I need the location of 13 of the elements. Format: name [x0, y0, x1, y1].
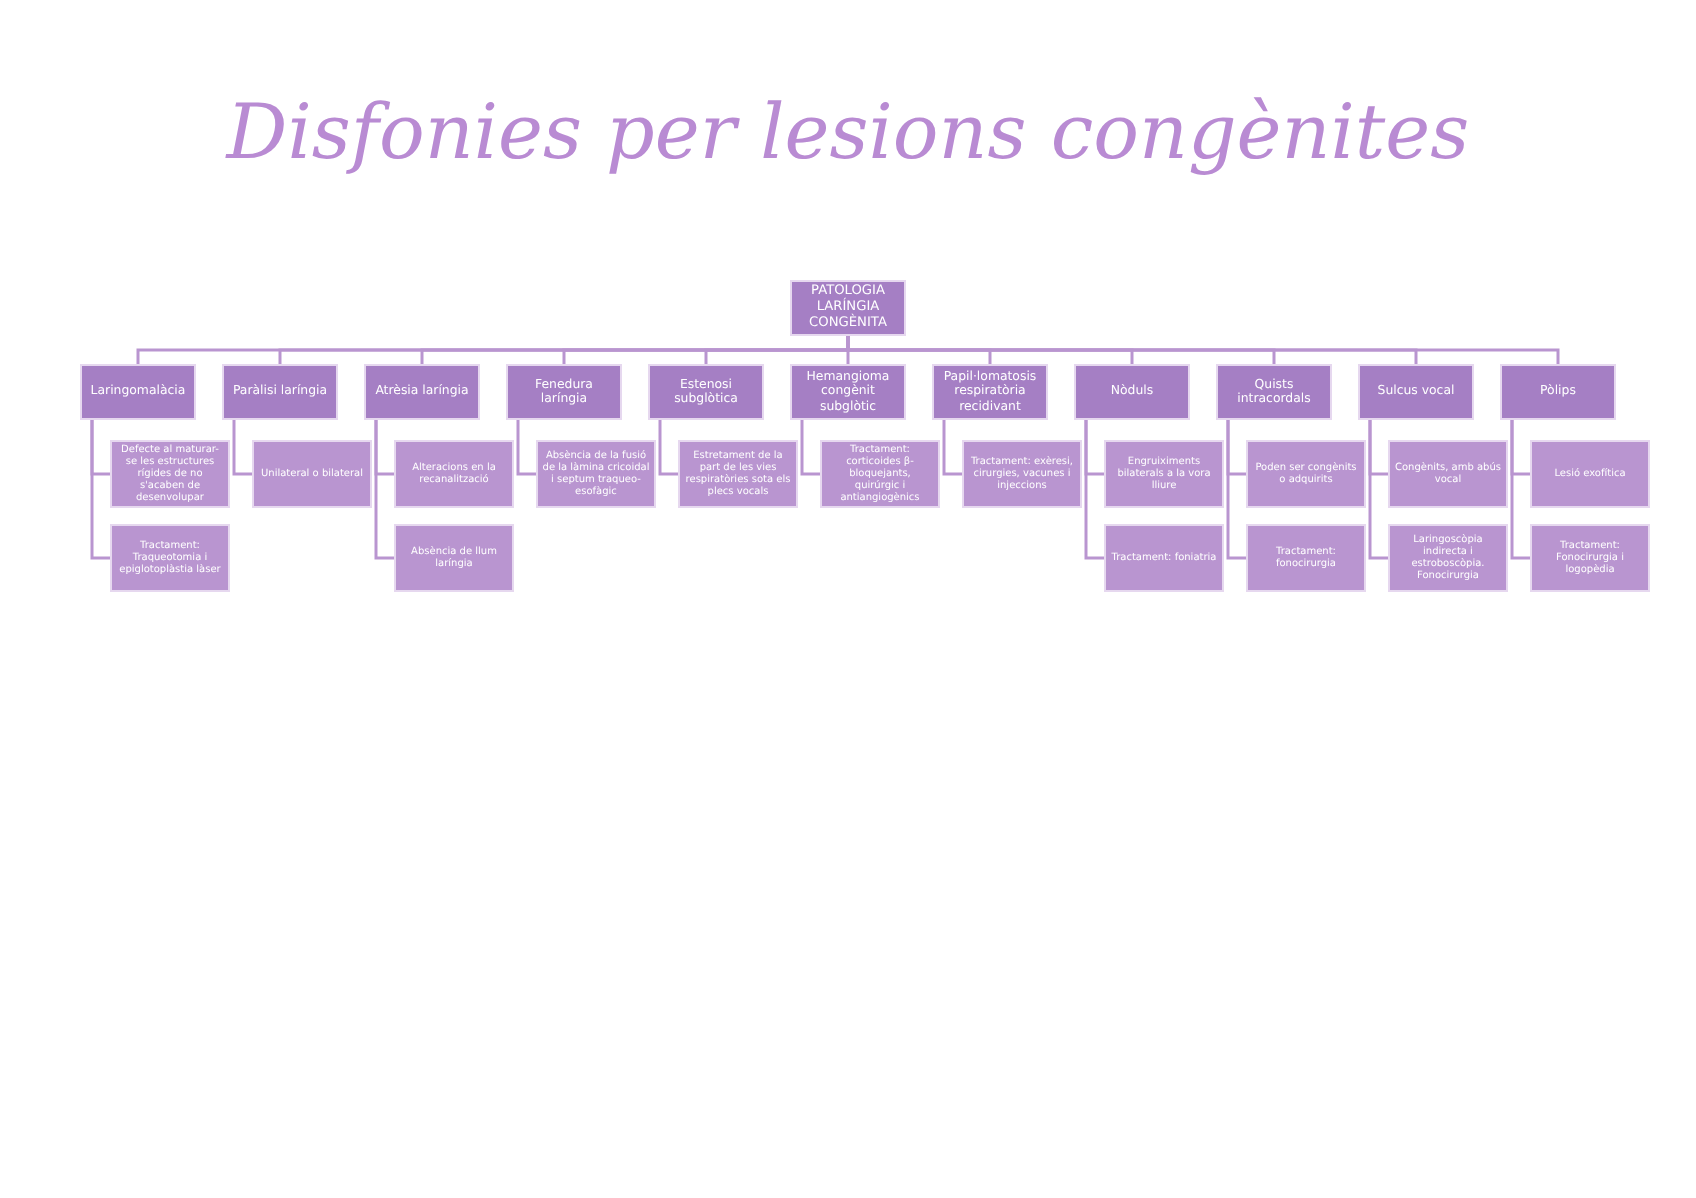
connector-line [374, 420, 394, 560]
title: Disfonies per lesions congènites [223, 88, 1472, 176]
connector-line [800, 420, 820, 476]
connector-line [942, 420, 962, 476]
connector-line [846, 336, 1560, 364]
connector-line [1084, 420, 1104, 560]
connector-line [1510, 420, 1530, 560]
connector-line [658, 420, 678, 476]
connector-line [516, 420, 536, 476]
connector-line [90, 420, 110, 560]
connector-line [1368, 420, 1388, 560]
connector-line [1226, 420, 1246, 560]
connector-line [232, 420, 252, 476]
